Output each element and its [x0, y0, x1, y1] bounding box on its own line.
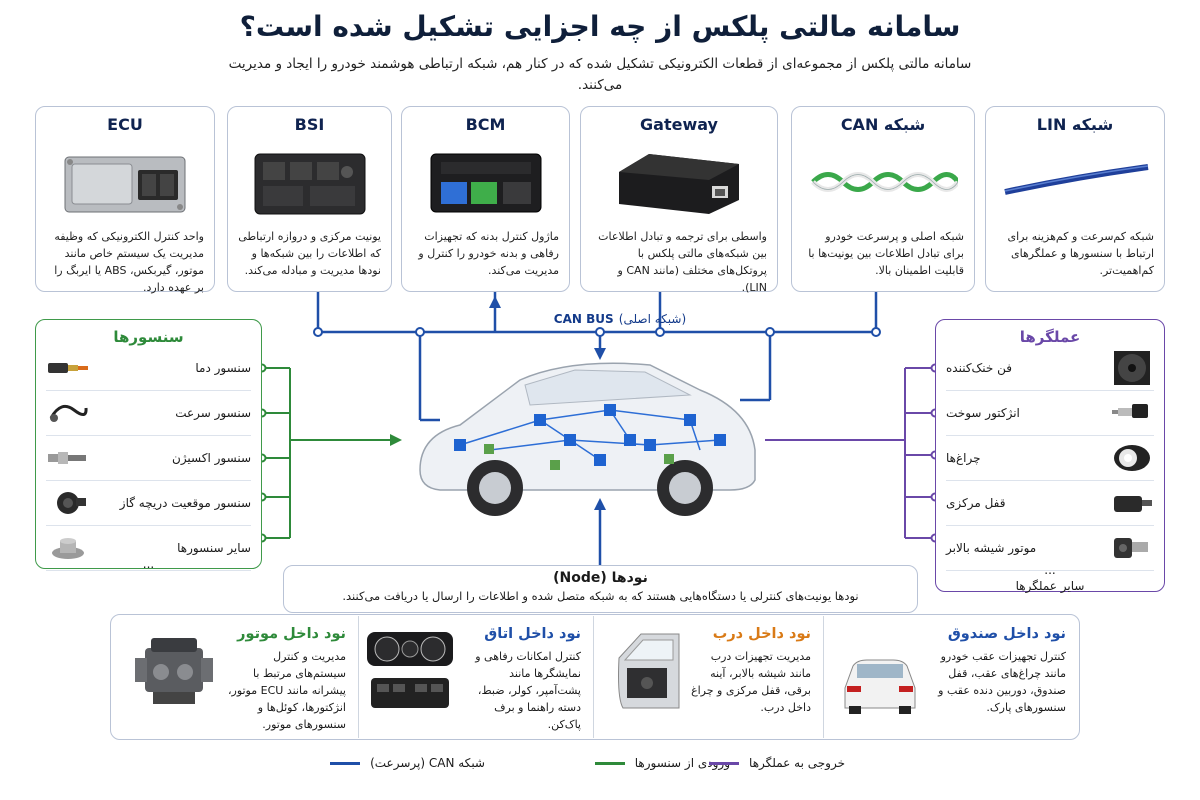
- dashboard-icon: [367, 632, 453, 708]
- actuator-row: فن خنک‌کننده: [946, 346, 1154, 391]
- oxygen-sensor-icon: [46, 440, 90, 476]
- car-network-illustration: [419, 362, 756, 516]
- node-info-box: نودها (Node) نودها یونیت‌های کنترلی یا د…: [283, 565, 918, 613]
- node-info-desc: نودها یونیت‌های کنترلی یا دستگاه‌هایی هس…: [342, 589, 859, 603]
- sensors-title: سنسورها: [113, 328, 184, 346]
- component-card-gateway: Gateway واسطی برای ترجمه و تبادل اطلاعات…: [580, 106, 778, 294]
- legend-line-sensor: [594, 761, 625, 765]
- component-card-ecu: ECU واحد کنترل الکترونیکی که وظیفه مدیری…: [35, 106, 215, 294]
- speed-sensor-icon: [46, 395, 90, 431]
- legend-item-actuator: خروجی به عملگرها: [709, 756, 845, 770]
- legend-line-can: [330, 761, 361, 765]
- sensor-row: سنسور اکسیژن: [46, 436, 251, 481]
- component-desc: شبکه اصلی و پرسرعت خودرو برای تبادل اطلا…: [808, 230, 964, 277]
- page-subtitle: سامانه مالتی پلکس از مجموعه‌ای از قطعات …: [228, 56, 972, 93]
- sensor-row: سنسور موقعیت دریچه گاز: [46, 481, 251, 526]
- twisted-cable-icon: [811, 172, 958, 192]
- component-title: Gateway: [640, 115, 718, 134]
- legend-item-can: شبکه CAN (پرسرعت): [330, 756, 485, 770]
- component-title: شبکه CAN: [840, 115, 926, 134]
- component-card-bsi: BSI یونیت مرکزی و دروازه ارتباطی که اطلا…: [227, 106, 392, 292]
- nodes-container: [110, 614, 1080, 740]
- component-title: BCM: [465, 115, 506, 134]
- component-title: شبکه LIN: [1036, 115, 1114, 134]
- component-title: BSI: [294, 115, 325, 134]
- component-desc: واحد کنترل الکترونیکی که وظیفه مدیریت یک…: [54, 230, 204, 294]
- actuator-row: قفل مرکزی: [946, 481, 1154, 526]
- car-door-icon: [618, 633, 680, 709]
- node-title: نود داخل درب: [712, 626, 811, 642]
- fuel-injector-icon: [1110, 395, 1154, 431]
- single-wire-icon: [1004, 164, 1149, 195]
- bcm-module-icon: [430, 153, 541, 213]
- sensor-row: سنسور دما: [46, 346, 251, 391]
- legend-line-actuator: [709, 761, 740, 765]
- engine-icon: [135, 638, 213, 704]
- actuator-row: چراغ‌ها: [946, 436, 1154, 481]
- actuators-panel: عملگرها فن خنک‌کننده انژکتور سوخت چراغ‌ه…: [935, 319, 1165, 593]
- central-lock-icon: [1110, 485, 1154, 521]
- component-desc: واسطی برای ترجمه و تبادل اطلاعات بین شبک…: [598, 230, 767, 294]
- throttle-sensor-icon: [46, 485, 90, 521]
- ecu-module-icon: [64, 156, 186, 213]
- node-card-trunk: نود داخل صندوق کنترل تجهیزات عقب خودرو م…: [825, 616, 1078, 738]
- node-title: نود داخل موتور: [237, 626, 346, 642]
- page-title: سامانه مالتی پلکس از چه اجزایی تشکیل شده…: [239, 10, 961, 43]
- sensors-more: ...: [142, 557, 155, 571]
- actuators-more: ... سایر عملگرها: [1015, 563, 1085, 593]
- component-desc: یونیت مرکزی و دروازه ارتباطی که اطلاعات …: [238, 230, 381, 277]
- node-card-engine: نود داخل موتور مدیریت و کنترل سیستم‌های …: [112, 616, 359, 738]
- actuators-title: عملگرها: [1019, 328, 1081, 346]
- gateway-box-icon: [619, 154, 739, 214]
- legend-item-sensor: ورودی از سنسورها: [594, 756, 730, 770]
- sensors-panel: سنسورها سنسور دما سنسور سرعت سنسور اکسیژ…: [35, 319, 262, 571]
- node-desc: کنترل تجهیزات عقب خودرو مانند چراغ‌های ع…: [938, 650, 1066, 714]
- node-card-cabin: نود داخل اتاق کنترل امکانات رفاهی و نمای…: [360, 616, 594, 738]
- component-desc: شبکه کم‌سرعت و کم‌هزینه برای ارتباط با س…: [1007, 230, 1154, 277]
- actuator-row: انژکتور سوخت: [946, 391, 1154, 436]
- bsi-unit-icon: [254, 153, 365, 215]
- actuator-row: موتور شیشه بالابر: [946, 526, 1154, 571]
- car-rear-icon: [844, 659, 916, 714]
- component-title: ECU: [107, 115, 143, 134]
- component-card-can: شبکه CAN شبکه اصلی و پرسرعت خودرو برای ت…: [791, 106, 975, 292]
- temperature-sensor-icon: [46, 350, 90, 386]
- node-card-door: نود داخل درب مدیریت تجهیزات درب مانند شی…: [595, 616, 824, 738]
- component-card-bcm: BCM ماژول کنترل بدنه که تجهیزات رفاهی و …: [401, 106, 570, 292]
- node-info-title: نودها (Node): [553, 570, 648, 586]
- sensor-row: سنسور سرعت: [46, 391, 251, 436]
- window-motor-icon: [1110, 530, 1154, 566]
- node-desc: کنترل امکانات رفاهی و نمایشگرها مانند پش…: [475, 650, 581, 731]
- cooling-fan-icon: [1110, 350, 1154, 386]
- sensor-row: سایر سنسورها: [46, 526, 251, 571]
- node-title: نود داخل اتاق: [484, 626, 581, 642]
- headlight-icon: [1110, 440, 1154, 476]
- node-desc: مدیریت تجهیزات درب مانند شیشه بالابر، آی…: [691, 650, 811, 714]
- other-sensor-icon: [46, 530, 90, 566]
- node-title: نود داخل صندوق: [947, 626, 1066, 642]
- node-desc: مدیریت و کنترل سیستم‌های مرتبط با پیشران…: [227, 650, 346, 731]
- can-bus-label: CAN BUS (شبکه اصلی): [553, 312, 687, 326]
- component-desc: ماژول کنترل بدنه که تجهیزات رفاهی و بدنه…: [418, 230, 559, 277]
- component-card-lin: شبکه LIN شبکه کم‌سرعت و کم‌هزینه برای ار…: [985, 106, 1165, 292]
